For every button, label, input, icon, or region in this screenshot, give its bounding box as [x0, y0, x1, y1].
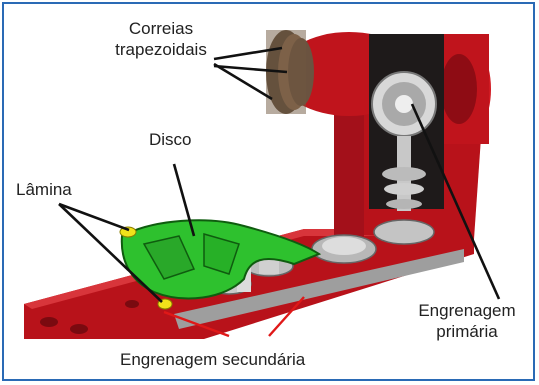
- belts-label-line2: trapezoidais: [108, 39, 214, 60]
- belts-label-line1: Correias: [108, 18, 214, 39]
- primary-gear-cutaway: [369, 34, 444, 211]
- primary-gear-label: Engrenagem primária: [404, 300, 530, 342]
- belts-label: Correias trapezoidais: [108, 18, 214, 60]
- disk-label: Disco: [149, 130, 192, 150]
- secondary-gear-label: Engrenagem secundária: [120, 350, 305, 370]
- blade-label: Lâmina: [16, 180, 72, 200]
- primary-gear-label-line2: primária: [404, 321, 530, 342]
- figure-frame: Correias trapezoidais Disco Lâmina Engre…: [2, 2, 535, 381]
- primary-gear-label-line1: Engrenagem: [404, 300, 530, 321]
